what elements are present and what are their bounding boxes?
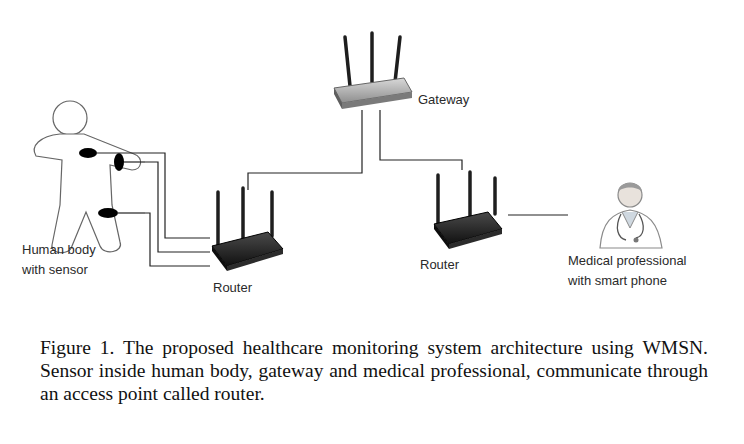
figure-caption: Figure 1. The proposed healthcare monito… (40, 336, 708, 405)
node-label: Router (420, 255, 490, 275)
figure-head (53, 101, 87, 135)
stethoscope (617, 214, 643, 240)
router-node: Router (210, 190, 295, 300)
antenna (395, 37, 400, 82)
stethoscope-head (634, 238, 639, 243)
node-label: Router (213, 278, 283, 298)
antenna (436, 175, 440, 223)
antenna (468, 172, 472, 216)
medical-node: Medical professional with smart phone (568, 175, 703, 290)
router-front (227, 249, 283, 271)
network-link (248, 110, 362, 190)
router-icon (434, 172, 502, 249)
antenna (345, 37, 350, 86)
node-label: Medical professional with smart phone (568, 251, 700, 291)
doctor-shirt (622, 212, 638, 228)
network-link (508, 214, 568, 215)
doctor-hair (618, 183, 642, 192)
sensor-wire (97, 152, 145, 153)
sensor-wire (118, 212, 145, 213)
sensor-dot (98, 208, 118, 218)
gateway-side (334, 88, 342, 109)
router-node: Router (418, 170, 508, 275)
human-figure (34, 101, 145, 253)
node-label: Gateway (418, 90, 480, 110)
antenna (270, 192, 274, 236)
network-link (145, 153, 210, 238)
figure-body (34, 134, 140, 253)
router-icon (212, 188, 283, 271)
router-side (212, 246, 227, 271)
doctor-coat (600, 210, 662, 248)
network-link (145, 213, 210, 266)
gateway-icon (334, 33, 412, 109)
router-side (434, 224, 449, 249)
sensor-dot (114, 153, 124, 171)
node-label: Human body with sensor (22, 240, 114, 280)
body-node: Human body with sensor (20, 100, 145, 280)
doctor-icon (600, 183, 662, 248)
network-link (145, 162, 210, 252)
gateway-node: Gateway (330, 30, 480, 110)
antenna (216, 192, 220, 246)
antenna (370, 33, 374, 82)
network-link (380, 110, 462, 170)
router-front (449, 229, 502, 249)
antenna (241, 188, 245, 240)
sensor-wire (124, 161, 145, 162)
sensor-dot (79, 148, 97, 158)
doctor-head (618, 183, 642, 207)
gateway-front (342, 92, 412, 109)
antenna (493, 178, 497, 214)
